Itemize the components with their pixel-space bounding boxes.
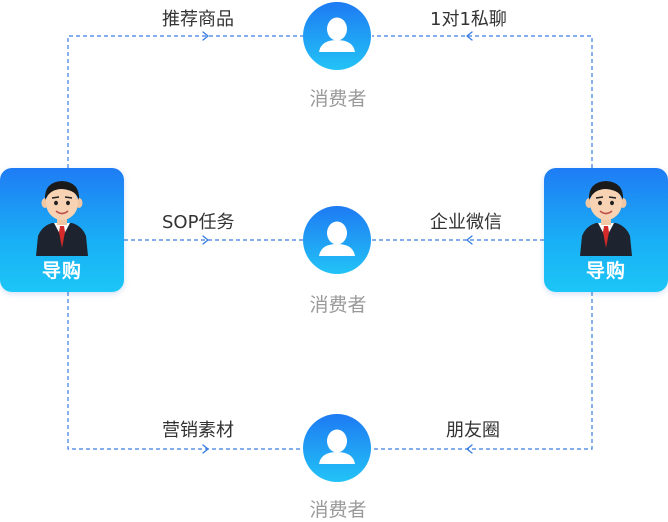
arrowhead-right-top <box>466 31 473 41</box>
connector-left-bottom <box>67 292 303 450</box>
consumer-avatar-middle <box>303 206 371 274</box>
connector-right-bottom <box>372 292 593 450</box>
edge-label-left-middle: SOP任务 <box>162 212 235 233</box>
guide-label: 导购 <box>585 260 626 282</box>
arrowhead-right-bottom <box>466 444 473 454</box>
arrowhead-left-middle <box>202 235 209 245</box>
salesperson-icon <box>36 181 88 256</box>
edge-label-right-bottom: 朋友圈 <box>446 420 500 441</box>
consumer-label-top: 消费者 <box>309 88 367 110</box>
arrowhead-left-top <box>202 31 209 41</box>
guide-card-right: 导购 <box>544 168 668 292</box>
consumer-label-middle: 消费者 <box>309 294 367 316</box>
salesperson-icon <box>580 181 632 256</box>
user-icon <box>319 17 355 52</box>
edge-label-left-top: 推荐商品 <box>162 9 234 30</box>
guide-card-left: 导购 <box>0 168 124 292</box>
connector-right-top <box>372 35 593 168</box>
consumer-label-bottom: 消费者 <box>309 499 367 521</box>
connector-left-top <box>67 35 303 168</box>
user-icon <box>319 221 355 256</box>
consumer-avatar-bottom <box>303 414 371 482</box>
guide-label: 导购 <box>41 260 82 282</box>
edge-label-right-middle: 企业微信 <box>430 212 502 233</box>
consumer-avatar-top <box>303 2 371 70</box>
arrowhead-right-middle <box>466 235 473 245</box>
user-icon <box>319 429 355 464</box>
edge-label-right-top: 1对1私聊 <box>430 9 507 30</box>
arrowhead-left-bottom <box>202 444 209 454</box>
edge-label-left-bottom: 营销素材 <box>162 420 234 441</box>
